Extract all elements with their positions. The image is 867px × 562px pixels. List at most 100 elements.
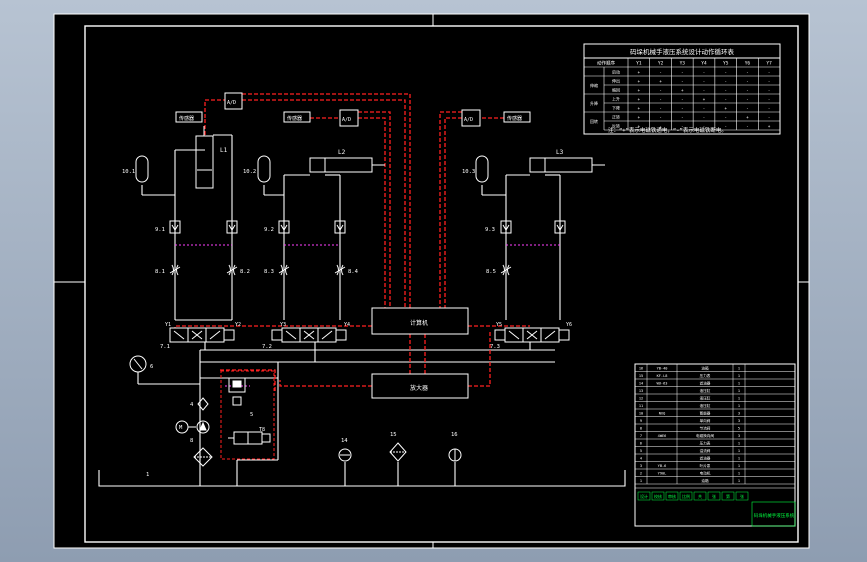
solenoid-y6-label: Y6 [566, 322, 572, 328]
bom-cell: WU-63 [657, 382, 668, 386]
cycle-cell: - [659, 115, 661, 120]
title-block-cell: 比例 [682, 493, 690, 499]
gauge-16-label: 16 [451, 432, 458, 438]
cycle-cell: - [725, 70, 727, 75]
title-block-name-cell [751, 501, 796, 527]
cycle-cell: 下降 [612, 105, 620, 111]
cycle-col-header: Y5 [723, 61, 729, 67]
sensor-2-label: 传感器 [287, 115, 302, 122]
bom-cell: 油箱 [701, 478, 709, 483]
cycle-cell: 缩回 [612, 87, 620, 93]
bom-cell: 压力表 [700, 441, 711, 446]
cycle-cell: + [768, 124, 771, 129]
cycle-cell: - [681, 124, 683, 129]
cycle-cell: + [681, 88, 684, 93]
bom-cell: 1 [738, 449, 740, 453]
bom-cell: 11 [639, 404, 643, 408]
bom-cell: 1 [640, 479, 642, 483]
title-block-name: 码垛机械手液压系统 [754, 512, 795, 519]
bom-cell: 1 [738, 374, 740, 378]
cycle-cell: - [746, 106, 748, 111]
cycle-cell: - [659, 124, 661, 129]
inner-frame [84, 25, 799, 543]
cycle-cell: - [703, 70, 705, 75]
cycle-cell: + [659, 79, 662, 84]
solenoid-y5-label: Y5 [496, 322, 502, 328]
throttle-2-label: 8.2 [240, 269, 250, 275]
cycle-cell: - [725, 97, 727, 102]
bom-cell: 电动机 [700, 471, 711, 476]
bom-cell: KF-L8 [657, 374, 668, 378]
check-valve-1-label: 9.1 [155, 227, 165, 233]
bom-cell: 4WE6 [658, 434, 667, 438]
bom-cell: 1 [738, 479, 740, 483]
bom-cell: 1 [738, 442, 740, 446]
cycle-cell: + [638, 79, 641, 84]
cycle-cell: - [725, 124, 727, 129]
bom-cell: 13 [639, 389, 643, 393]
cycle-cell: - [746, 124, 748, 129]
frame-center-marks [54, 14, 809, 548]
cycle-col-header: Y4 [701, 61, 707, 67]
cycle-cell: - [659, 88, 661, 93]
accumulators [135, 155, 489, 183]
bom-cell: 压力表 [700, 373, 711, 378]
cylinder-l2: L2 [309, 149, 385, 173]
cycle-cell: - [659, 97, 661, 102]
title-block-cell: 张 [740, 493, 744, 499]
cycle-cell: - [681, 115, 683, 120]
relief-valve-block [220, 370, 275, 460]
cycle-cell: - [746, 79, 748, 84]
cycle-cell: + [638, 115, 641, 120]
bom-cell: 15 [639, 374, 643, 378]
cycle-table-title: 码垛机械手液压系统设计动作循环表 [630, 47, 735, 56]
sensor-3-label: 传感器 [507, 115, 522, 122]
cycle-cell: 正转 [612, 114, 620, 120]
cycle-cell: - [681, 106, 683, 111]
cycle-cell: + [638, 70, 641, 75]
cycle-col-header: Y6 [745, 61, 751, 67]
bom-cell: 12 [639, 397, 643, 401]
cycle-cell: - [703, 79, 705, 84]
amplifier-box [371, 373, 469, 399]
bom-cell: 2 [640, 472, 642, 476]
bom-cell: 10 [639, 412, 643, 416]
bom-cell: 1 [738, 404, 740, 408]
bom-cell: 5 [738, 427, 740, 431]
check-valves [169, 220, 566, 234]
bom-cell: 1 [738, 389, 740, 393]
cycle-cell: - [659, 70, 661, 75]
cycle-cell: - [681, 97, 683, 102]
cycle-cell: - [768, 88, 770, 93]
bom-cell: 3 [738, 434, 740, 438]
accumulator-3 [475, 155, 489, 183]
bom-cell: 1 [738, 464, 740, 468]
cycle-cell: - [703, 106, 705, 111]
cycle-cell: - [746, 88, 748, 93]
throttle-valves [169, 264, 512, 276]
signal-lines [174, 93, 530, 392]
bom-cell: 节流阀 [700, 426, 711, 431]
bom-cell: 16 [639, 367, 643, 371]
bom-cell: 液压缸 [700, 396, 711, 401]
bom-cell: Y90L [658, 472, 667, 476]
cycle-cell: - [725, 88, 727, 93]
check-valve-2-label: 9.2 [264, 227, 274, 233]
cycle-cell: - [768, 97, 770, 102]
dir-valve-3-label: 7.3 [490, 344, 500, 350]
cycle-cell: - [768, 115, 770, 120]
bom-cell: 滤油器 [700, 456, 711, 461]
computer-box [371, 307, 469, 335]
bom-cell: 电磁换向阀 [696, 433, 714, 438]
title-block-cell: 张 [712, 493, 716, 499]
pressure-gauge-6 [129, 355, 147, 373]
gauge-6-label: 6 [150, 364, 153, 370]
dir-valve-1-label: 7.1 [160, 344, 170, 350]
cycle-table-note: 注：“+”表示电磁铁通电，“-”表示电磁铁断电。 [608, 126, 727, 134]
bom-cell: 1 [738, 472, 740, 476]
directional-valve-7-1 [169, 327, 235, 343]
title-block-cell: 共 [698, 493, 702, 499]
title-block-cell: 设计 [640, 493, 648, 499]
cycle-cell: + [725, 106, 728, 111]
